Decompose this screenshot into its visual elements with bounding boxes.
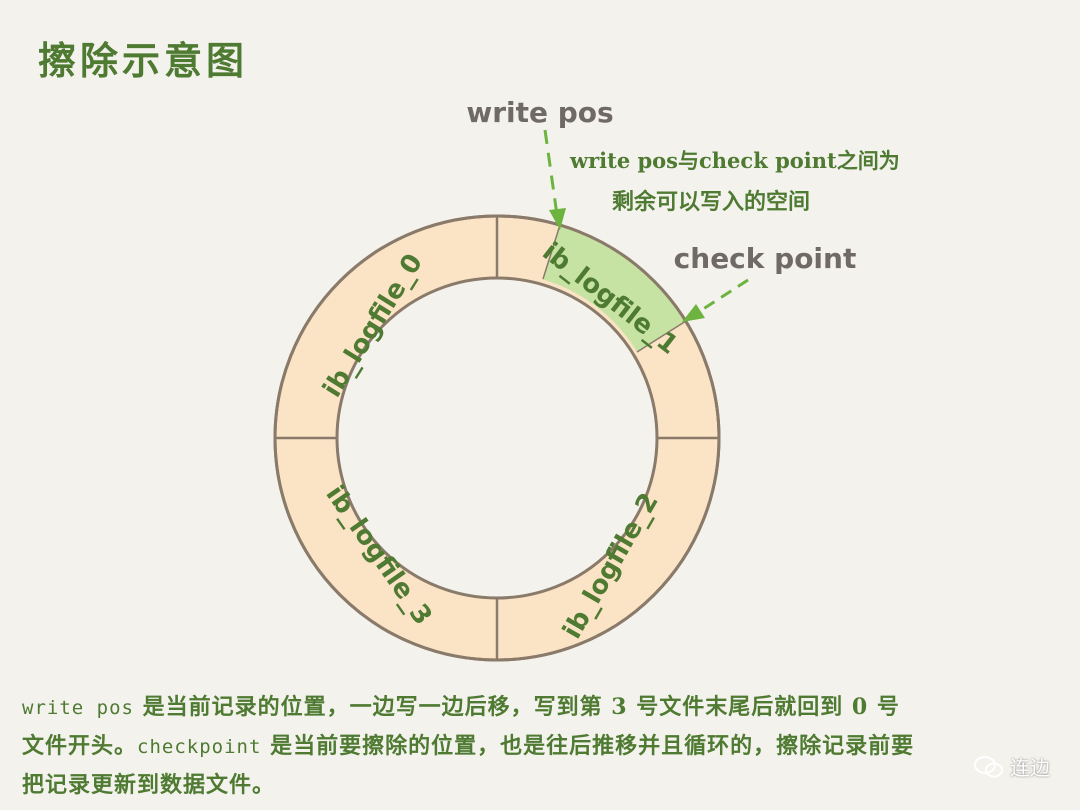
- write-pos-boundary: [542, 224, 561, 280]
- wechat-icon: [974, 755, 1003, 777]
- description-text: 是当前要擦除的位置，也是往后推移并且循环的，擦除记录前要: [261, 733, 915, 759]
- description-line-3: 把记录更新到数据文件。: [22, 766, 1062, 804]
- description-line-1: write pos 是当前记录的位置，一边写一边后移，写到第 3 号文件末尾后就…: [22, 688, 1062, 727]
- erase-diagram: ib_logfile_0 ib_logfile_1 ib_logfile_2 i…: [273, 96, 900, 662]
- free-space-note-line2: 剩余可以写入的空间: [612, 189, 810, 215]
- page-title: 擦除示意图: [38, 38, 249, 83]
- description: write pos 是当前记录的位置，一边写一边后移，写到第 3 号文件末尾后就…: [22, 688, 1062, 804]
- description-mono: checkpoint: [137, 736, 262, 758]
- check-point-arrowhead: [682, 304, 705, 322]
- write-pos-label: write pos: [466, 96, 613, 129]
- description-text: 把记录更新到数据文件。: [22, 772, 276, 798]
- description-line-2: 文件开头。checkpoint 是当前要擦除的位置，也是往后推移并且循环的，擦除…: [22, 727, 1062, 766]
- free-space-sector: [542, 225, 686, 353]
- write-pos-arrow-line: [543, 129, 559, 216]
- check-point-label: check point: [674, 242, 857, 275]
- description-text: 是当前记录的位置，一边写一边后移，写到第 3 号文件末尾后就回到 0 号: [133, 694, 900, 720]
- check-point-boundary: [636, 320, 687, 353]
- free-space-note-line1: write pos与check point之间为: [569, 148, 900, 173]
- check-point-arrow-line: [696, 278, 749, 315]
- write-pos-arrowhead: [549, 208, 566, 230]
- watermark-text: 连边: [1010, 756, 1050, 780]
- description-mono: write pos: [22, 697, 134, 719]
- description-text: 文件开头。: [22, 733, 138, 759]
- watermark: 连边: [974, 752, 1050, 781]
